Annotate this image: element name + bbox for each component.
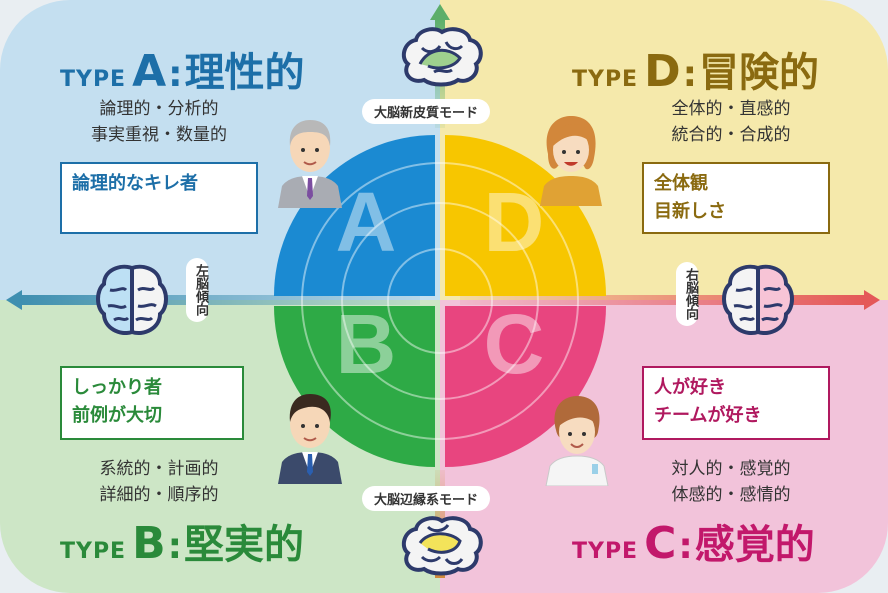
- type-c-keyword-box: 人が好き チームが好き: [642, 366, 830, 440]
- type-d-description: 全体的・直感的 統合的・合成的: [636, 96, 826, 148]
- circle-ring-3: [301, 162, 579, 440]
- left-brain-tendency-label: 左脳傾向: [186, 258, 208, 322]
- type-b-keyword-line2: 前例が大切: [72, 405, 162, 426]
- person-c-icon: [545, 396, 609, 486]
- circle-sector-d: [445, 135, 606, 296]
- neocortex-mode-label: 大脳新皮質モード: [362, 99, 491, 124]
- type-b-description: 系統的・計画的 詳細的・順序的: [64, 456, 254, 508]
- type-d-letter: D: [644, 46, 681, 97]
- type-b-desc-line2: 詳細的・順序的: [99, 485, 219, 505]
- type-a-colon: :: [168, 54, 183, 95]
- person-b-icon: [278, 394, 342, 484]
- type-c-description: 対人的・感覚的 体感的・感情的: [636, 456, 826, 508]
- brain-top-icon: [401, 27, 483, 87]
- brain-left-icon: [96, 264, 168, 335]
- type-d-keyword-box: 全体観 目新しさ: [642, 162, 830, 234]
- circle-letter-b: B: [336, 297, 397, 391]
- brain-right-icon: [722, 264, 794, 335]
- type-b-colon: :: [167, 526, 183, 567]
- circle-letter-d: D: [484, 175, 545, 269]
- type-b-keyword-line1: しっかり者: [72, 377, 162, 398]
- type-b-desc-line1: 系統的・計画的: [99, 459, 219, 479]
- circle-letter-a: A: [336, 175, 397, 269]
- circle-sector-c: [445, 306, 606, 467]
- type-a-letter: A: [132, 46, 167, 97]
- type-d-name: 冒険的: [699, 50, 820, 96]
- type-c-desc-line1: 対人的・感覚的: [671, 459, 791, 479]
- brain-bottom-icon: [401, 516, 483, 576]
- person-d-icon: [540, 116, 602, 206]
- type-b-name: 堅実的: [184, 522, 305, 568]
- type-a-keyword-box: 論理的なキレ者: [60, 162, 258, 234]
- type-a-description: 論理的・分析的 事実重視・数量的: [64, 96, 254, 148]
- type-d-keyword-line1: 全体観: [654, 173, 708, 194]
- type-c-desc-line2: 体感的・感情的: [671, 485, 791, 505]
- type-c-keyword-line1: 人が好き: [654, 377, 726, 398]
- type-d-desc-line2: 統合的・合成的: [671, 125, 791, 145]
- type-b-letter: B: [132, 518, 166, 569]
- right-brain-tendency-label: 右脳傾向: [676, 262, 698, 326]
- type-a-prefix: TYPE: [60, 67, 127, 92]
- circle-letter-c: C: [484, 297, 545, 391]
- type-d-keyword-line2: 目新しさ: [654, 201, 726, 222]
- type-c-letter: C: [644, 518, 677, 569]
- circle-sector-b: [274, 306, 435, 467]
- type-c-prefix: TYPE: [572, 539, 639, 564]
- type-d-desc-line1: 全体的・直感的: [671, 99, 791, 119]
- circle-sector-a: [274, 135, 435, 296]
- limbic-mode-label: 大脳辺縁系モード: [362, 486, 491, 511]
- type-b-keyword-box: しっかり者 前例が大切: [60, 366, 244, 440]
- type-a-keyword-line1: 論理的なキレ者: [72, 173, 198, 194]
- type-c-colon: :: [678, 526, 693, 567]
- type-d-prefix: TYPE: [572, 67, 639, 92]
- person-a-icon: [278, 120, 342, 208]
- type-d-colon: :: [682, 54, 698, 95]
- type-a-desc-line1: 論理的・分析的: [99, 99, 219, 119]
- type-a-name: 理性的: [184, 50, 305, 96]
- type-c-keyword-line2: チームが好き: [654, 405, 762, 426]
- type-b-prefix: TYPE: [60, 539, 127, 564]
- circle-ring-2: [341, 202, 539, 400]
- type-a-desc-line2: 事実重視・数量的: [91, 125, 227, 145]
- type-c-name: 感覚的: [694, 522, 815, 568]
- circle-ring-1: [387, 248, 493, 354]
